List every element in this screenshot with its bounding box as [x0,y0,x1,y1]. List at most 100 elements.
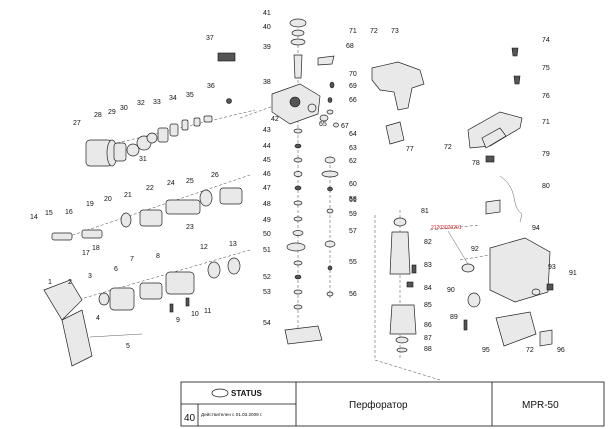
callout-39: 39 [263,44,271,51]
part-92 [461,263,475,273]
part-5-rod [89,333,143,338]
page-number: 40 [184,413,196,424]
part-7-spring [139,282,163,300]
callout-20: 20 [104,196,112,203]
part-80-plug [485,199,501,215]
callout-84: 84 [424,285,432,292]
callout-55: 55 [349,259,357,266]
red-note-leader [447,230,469,265]
callout-25: 25 [186,178,194,185]
callout-64: 64 [349,131,357,138]
callout-27: 27 [73,120,81,127]
callout-48: 48 [263,201,271,208]
callout-58: 58 [349,196,357,203]
callout-77: 77 [406,146,414,153]
part-82-armature [389,231,411,275]
callout-62: 62 [349,158,357,165]
callout-71: 71 [542,119,550,126]
part-71-housing [371,61,425,111]
callout-94: 94 [532,225,540,232]
callout-9: 9 [176,317,180,324]
callout-32: 32 [137,100,145,107]
callout-80: 80 [542,183,550,190]
product-name: Перфоратор [349,399,408,411]
callout-96: 96 [557,347,565,354]
part-8-chuck [165,271,195,295]
motor-housing-group [461,237,554,347]
callout-68: 68 [346,43,354,50]
motor-group [389,217,417,353]
part-74 [511,47,519,57]
callout-81: 81 [421,208,429,215]
callout-7: 7 [130,256,134,263]
callout-66: 66 [349,97,357,104]
callout-38: 38 [263,79,271,86]
callout-2: 2 [68,279,72,286]
callout-40: 40 [263,24,271,31]
brand-name: STATUS [231,389,262,398]
part-85-stator [389,304,417,335]
callout-15: 15 [45,210,53,217]
part-76-handle-half [467,111,523,149]
callout-6: 6 [114,266,118,273]
callout-83: 83 [424,262,432,269]
callout-90: 90 [447,287,455,294]
part-95-cover [495,311,537,347]
callout-11: 11 [204,308,211,315]
part-68 [317,55,335,66]
callout-53: 53 [263,289,271,296]
callout-33: 33 [153,99,161,106]
part-39-shaft [293,54,303,79]
assembly-axes [57,30,521,381]
part-28-bearing [113,142,127,162]
callout-44: 44 [263,143,271,150]
callout-47: 47 [263,185,271,192]
callout-43: 43 [263,127,271,134]
callout-54: 54 [263,320,271,327]
callout-93: 93 [548,264,556,271]
part-6 [109,287,135,311]
chuck-group [43,187,243,367]
part-54-base-plate [284,325,323,345]
callout-49: 49 [263,217,271,224]
callout-60: 60 [349,181,357,188]
part-90 [467,292,481,308]
callout-17: 17 [82,250,90,257]
part-78 [485,155,495,163]
model-number: MPR-50 [522,400,559,411]
callout-95: 95 [482,347,490,354]
callout-71: 71 [349,28,357,35]
callout-72: 72 [526,347,534,354]
part-65 [319,114,329,122]
part-41 [289,18,307,28]
callout-89: 89 [450,314,458,321]
central-column [271,18,323,345]
title-block: STATUS 40 Действителен с 01.03.2009 г. П… [180,381,605,427]
callout-34: 34 [169,95,177,102]
callout-70: 70 [349,71,357,78]
callout-30: 30 [120,105,128,112]
part-77 [385,121,405,145]
part-14 [51,232,73,241]
callout-76: 76 [542,93,550,100]
part-1-grip [61,309,93,367]
callout-21: 21 [124,192,132,199]
callout-59: 59 [349,211,357,218]
callout-91: 91 [569,270,577,277]
part-19 [81,229,103,239]
handle-group [467,111,523,223]
callout-82: 82 [424,239,432,246]
callout-72: 72 [370,28,378,35]
part-23-spindle [165,199,201,215]
brand-logo: STATUS [211,388,262,398]
callout-88: 88 [424,346,432,353]
part-79-cable [499,175,523,223]
callout-12: 12 [200,244,208,251]
callout-45: 45 [263,157,271,164]
part-35 [193,117,201,127]
callout-13: 13 [229,241,237,248]
callout-92: 92 [471,246,479,253]
